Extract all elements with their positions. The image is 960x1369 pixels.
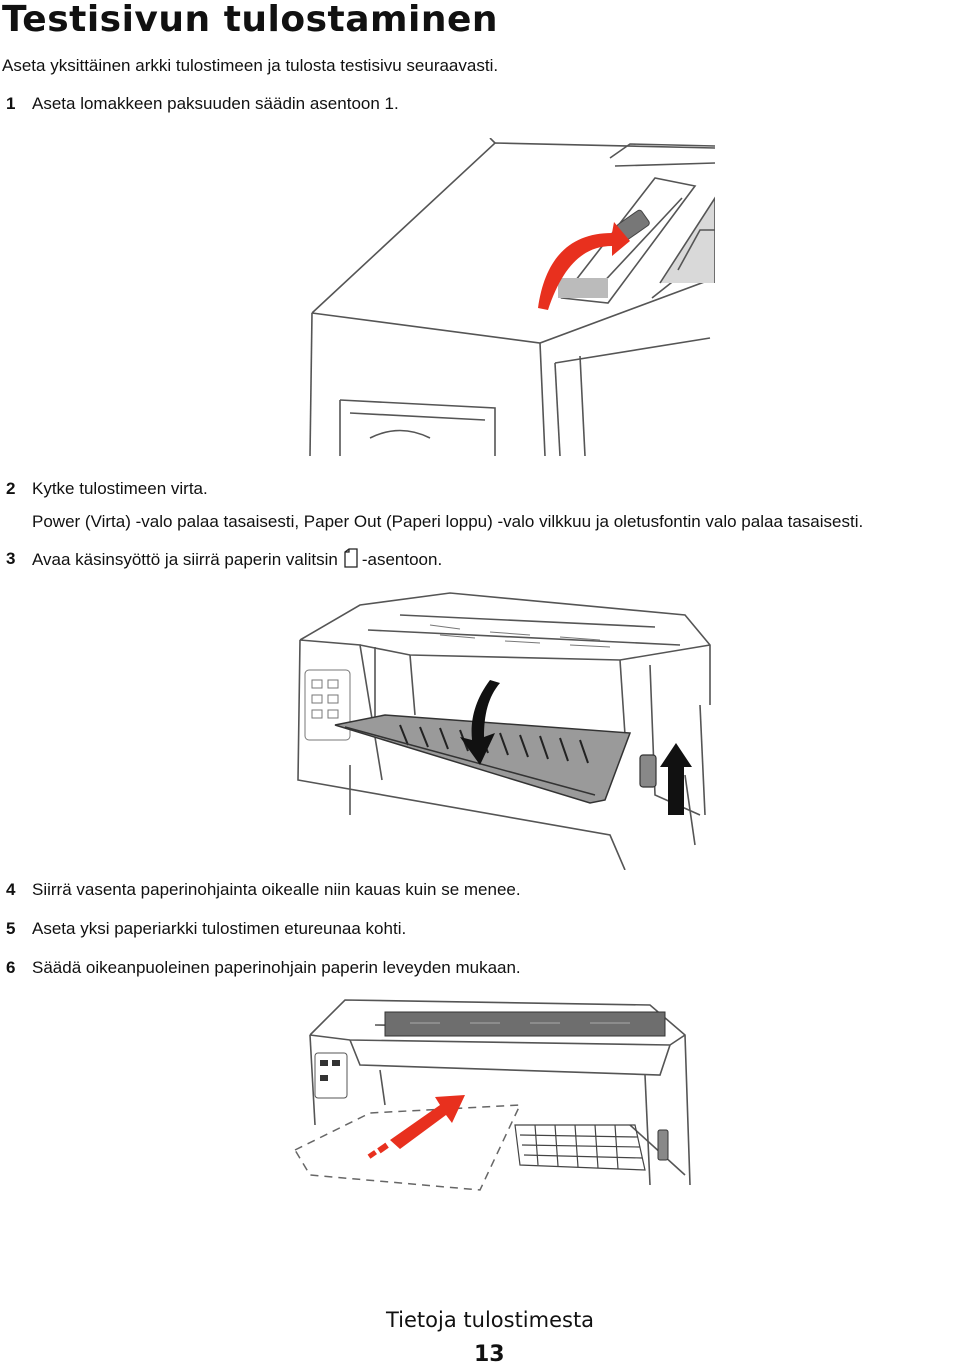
step-number: 4 [6, 880, 16, 899]
page-title: Testisivun tulostaminen [2, 0, 499, 40]
step-number: 3 [6, 549, 16, 568]
footer-section-title: Tietoja tulostimesta [386, 1308, 595, 1332]
step-2: 2 Kytke tulostimeen virta. [0, 478, 960, 502]
step-text-after: -asentoon. [361, 550, 443, 569]
step-text: Säädä oikeanpuoleinen paperinohjain pape… [32, 958, 521, 977]
step-number: 6 [6, 958, 16, 977]
single-sheet-icon [344, 548, 358, 574]
step-text: Aseta lomakkeen paksuuden säädin asentoo… [32, 94, 399, 113]
step-text: Aseta yksi paperiarkki tulostimen etureu… [32, 919, 407, 938]
printer-manual-feed-illustration [297, 592, 711, 870]
step-text-before: Avaa käsinsyöttö ja siirrä paperin valit… [32, 550, 338, 569]
step-text: Siirrä vasenta paperinohjainta oikealle … [32, 880, 521, 899]
intro-text: Aseta yksittäinen arkki tulostimeen ja t… [2, 56, 499, 75]
step-4: 4 Siirrä vasenta paperinohjainta oikeall… [0, 879, 960, 903]
printer-lever-illustration [309, 138, 715, 456]
step-text: Kytke tulostimeen virta. [32, 479, 208, 498]
page-number: 13 [474, 1342, 505, 1367]
step-number: 5 [6, 919, 16, 938]
step-5: 5 Aseta yksi paperiarkki tulostimen etur… [0, 918, 960, 942]
step-1: 1 Aseta lomakkeen paksuuden säädin asent… [0, 93, 960, 117]
step-number: 1 [6, 94, 16, 113]
printer-paper-insert-illustration [293, 999, 691, 1191]
step-3: 3 Avaa käsinsyöttö ja siirrä paperin val… [0, 548, 960, 572]
step-number: 2 [6, 479, 16, 498]
step-2-note: Power (Virta) -valo palaa tasaisesti, Pa… [32, 512, 864, 531]
step-6: 6 Säädä oikeanpuoleinen paperinohjain pa… [0, 957, 960, 981]
